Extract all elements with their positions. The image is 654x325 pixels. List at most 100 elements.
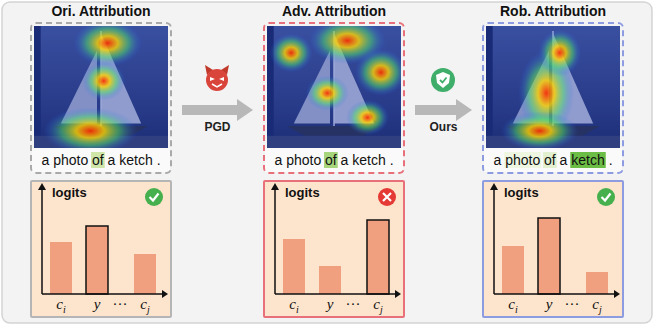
heat-blob xyxy=(43,107,137,148)
heat-blob xyxy=(355,49,401,96)
axis-head xyxy=(38,183,46,190)
class-symbol: c xyxy=(140,296,147,312)
x-axis xyxy=(494,293,614,295)
figure-shape xyxy=(602,194,611,201)
axis-head xyxy=(614,290,620,298)
defense-icon xyxy=(431,68,455,92)
axis-head xyxy=(271,183,279,190)
class-subscript: i xyxy=(296,304,299,315)
edge-label: Ours xyxy=(429,120,457,134)
figure-shape xyxy=(219,77,224,81)
class-subscript: j xyxy=(599,304,602,315)
tick-label: ··· xyxy=(346,296,361,313)
class-subscript: i xyxy=(63,304,66,315)
class-symbol: ··· xyxy=(113,296,128,312)
class-symbol: c xyxy=(508,296,515,312)
figure-shape xyxy=(237,99,253,121)
y-axis xyxy=(493,188,495,294)
axis-head xyxy=(395,290,401,298)
logit-bar xyxy=(283,239,305,294)
figure-shape xyxy=(31,181,171,317)
logit-chart xyxy=(264,181,404,317)
class-symbol: c xyxy=(373,296,380,312)
tick-label: y xyxy=(546,296,553,313)
heat-blob xyxy=(306,76,349,111)
attribution-image xyxy=(267,26,401,148)
logit-chart xyxy=(483,181,623,317)
class-subscript: i xyxy=(515,304,518,315)
process-arrow xyxy=(415,99,472,121)
figure-shape xyxy=(440,78,447,83)
y-axis xyxy=(41,188,43,294)
logit-bar xyxy=(586,272,608,294)
class-symbol: c xyxy=(289,296,296,312)
axis-title: logits xyxy=(285,185,320,200)
attack-icon xyxy=(205,65,229,91)
text-prompt: a photo of a ketch . xyxy=(484,152,622,168)
logits-chart-box: logitsciy···cj xyxy=(30,180,172,318)
y-axis xyxy=(274,188,276,294)
attribution-panel: Adv. Attributiona photo of a ketch . xyxy=(263,22,405,174)
panel-title: Rob. Attribution xyxy=(484,3,622,19)
logit-bar xyxy=(502,246,524,294)
panel-title: Adv. Attribution xyxy=(265,3,403,19)
figure-shape xyxy=(264,181,404,317)
figure-shape xyxy=(210,77,215,81)
class-symbol: y xyxy=(546,296,553,312)
tick-label: ci xyxy=(56,296,65,315)
tick-label: cj xyxy=(373,296,382,315)
axis-head xyxy=(162,290,168,298)
attribution-image xyxy=(486,26,620,148)
tick-label: y xyxy=(94,296,101,313)
tick-label: ··· xyxy=(565,296,580,313)
heat-blob xyxy=(270,33,313,72)
logit-bar xyxy=(319,266,341,294)
text-prompt: a photo of a ketch . xyxy=(265,152,403,168)
edge-label: PGD xyxy=(204,120,230,134)
figure-shape xyxy=(182,105,237,115)
figure-shape xyxy=(431,68,455,92)
class-subscript: j xyxy=(147,304,150,315)
figure-shape xyxy=(415,105,456,115)
text-prompt: a photo of a ketch . xyxy=(32,152,170,168)
figure-shape xyxy=(483,181,623,317)
check-icon xyxy=(597,188,615,206)
class-symbol: y xyxy=(327,296,334,312)
caption-ground xyxy=(484,148,622,172)
figure-shape xyxy=(150,194,159,201)
logit-chart xyxy=(31,181,171,317)
check-icon xyxy=(145,188,163,206)
tick-label: cj xyxy=(592,296,601,315)
x-axis xyxy=(42,293,162,295)
process-arrow xyxy=(182,99,253,121)
tick-label: ci xyxy=(508,296,517,315)
axis-head xyxy=(490,183,498,190)
class-symbol: ··· xyxy=(346,296,361,312)
figure-shape xyxy=(212,84,222,87)
cross-icon xyxy=(378,188,396,206)
panel-title: Ori. Attribution xyxy=(32,3,170,19)
logits-chart-box: logitsciy···cj xyxy=(482,180,624,318)
attribution-panel: Ori. Attributiona photo of a ketch . xyxy=(30,22,172,174)
x-axis xyxy=(275,293,395,295)
caption-ground xyxy=(32,148,170,172)
class-symbol: c xyxy=(56,296,63,312)
heat-blob xyxy=(73,26,142,67)
class-subscript: j xyxy=(380,304,383,315)
heat-blob xyxy=(501,111,578,148)
figure-shape xyxy=(206,69,228,91)
attribution-panel: Rob. Attributiona photo of a ketch . xyxy=(482,22,624,174)
tick-label: ci xyxy=(289,296,298,315)
logits-chart-box: logitsciy···cj xyxy=(263,180,405,318)
axis-title: logits xyxy=(52,185,87,200)
logit-bar xyxy=(86,226,108,294)
tick-label: cj xyxy=(140,296,149,315)
tick-label: ··· xyxy=(113,296,128,313)
heat-blob xyxy=(82,61,125,100)
attribution-image xyxy=(34,26,168,148)
class-symbol: y xyxy=(94,296,101,312)
logit-bar xyxy=(367,220,389,294)
axis-title: logits xyxy=(504,185,539,200)
figure-shape xyxy=(383,193,391,201)
